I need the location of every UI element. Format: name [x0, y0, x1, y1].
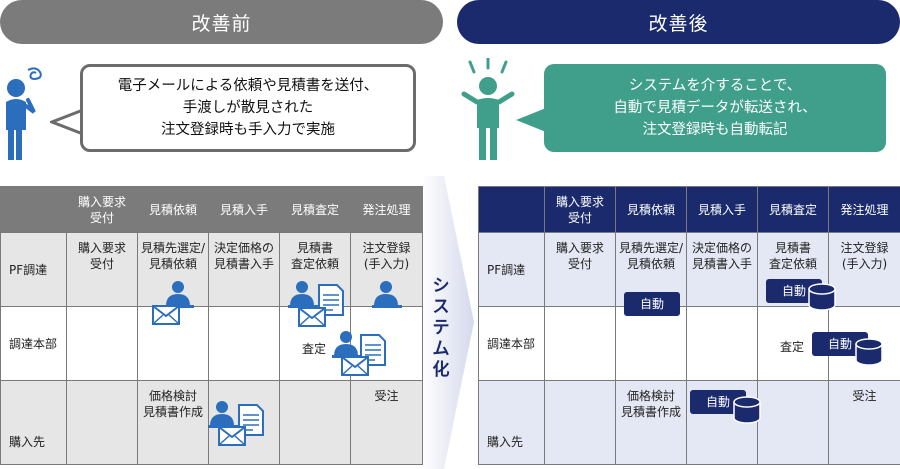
database-icon	[855, 338, 883, 366]
before-bubble-tail	[50, 108, 84, 136]
cell-pf-quote-get: 決定価格の見積書入手	[208, 232, 280, 307]
cell-empty	[208, 306, 280, 381]
after-banner: 改善後	[457, 0, 900, 44]
after-bubble-line2: 自動で見積データが転送され、	[613, 100, 817, 116]
column-header: 見積査定	[757, 186, 829, 233]
row-header: 購入先	[478, 380, 545, 465]
column-header: 見積依頼	[615, 186, 687, 233]
before-bubble-line3: 注文登録時も手入力で実施	[161, 122, 335, 138]
before-bubble-line1: 電子メールによる依頼や見積書を送付、	[117, 78, 379, 94]
before-banner: 改善前	[0, 0, 443, 44]
column-header: 見積入手	[208, 186, 280, 233]
cell-empty	[66, 306, 138, 381]
before-bubble: 電子メールによる依頼や見積書を送付、 手渡しが散見された 注文登録時も手入力で実…	[80, 64, 416, 152]
cell-sup-quote: 価格検討見積書作成	[615, 380, 687, 465]
worker-icon	[288, 281, 318, 308]
envelope-icon	[341, 356, 369, 376]
cell-pf-quote-request: 見積先選定/見積依頼	[137, 232, 209, 307]
cell-empty	[615, 306, 687, 381]
row-header: PF調達	[478, 232, 545, 307]
envelope-icon	[152, 305, 180, 325]
before-bubble-line2: 手渡しが散見された	[182, 100, 314, 116]
database-icon	[808, 283, 836, 311]
after-bubble-line3: 注文登録時も自動転記	[642, 122, 788, 138]
before-title: 改善前	[191, 12, 252, 35]
column-header: 購入要求受付	[544, 186, 616, 233]
row-header: 購入先	[0, 380, 67, 465]
envelope-icon	[218, 426, 246, 446]
column-header: 見積査定	[279, 186, 351, 233]
cell-sup-quote: 価格検討見積書作成	[137, 380, 209, 465]
table-corner	[478, 186, 545, 233]
column-header: 発注処理	[350, 186, 423, 233]
after-process-table: 購入要求受付 見積依頼 見積入手 見積査定 発注処理 PF調達 購入要求受付 見…	[478, 186, 900, 465]
after-bubble-line1: システムを介することで、	[628, 78, 802, 94]
before-process-table: 購入要求受付 見積依頼 見積入手 見積査定 発注処理 PF調達 購入要求受付 見…	[0, 186, 423, 465]
auto-badge: 自動	[624, 292, 680, 316]
row-header: 調達本部	[0, 306, 67, 381]
table-corner	[0, 186, 67, 233]
cell-pf-quote-get: 決定価格の見積書入手	[686, 232, 758, 307]
cell-empty	[279, 380, 351, 465]
cell-pf-request: 購入要求受付	[544, 232, 616, 307]
row-header: PF調達	[0, 232, 67, 307]
cell-pf-request: 購入要求受付	[66, 232, 138, 307]
database-icon	[733, 396, 761, 424]
cell-sup-order: 受注	[828, 380, 900, 465]
column-header: 発注処理	[828, 186, 900, 233]
cell-empty	[757, 380, 829, 465]
system-arrow-label: システム化	[432, 276, 450, 380]
happy-person-icon	[461, 58, 515, 160]
column-header: 見積依頼	[137, 186, 209, 233]
column-header: 見積入手	[686, 186, 758, 233]
row-header: 調達本部	[478, 306, 545, 381]
hq-eval-label: 査定	[780, 340, 805, 354]
cell-empty	[544, 380, 616, 465]
after-title: 改善後	[648, 12, 709, 35]
after-bubble-tail	[516, 108, 546, 132]
cell-pf-order: 注文登録(手入力)	[828, 232, 900, 307]
cell-empty	[544, 306, 616, 381]
worried-person-icon	[6, 67, 42, 160]
hq-eval-label: 査定	[302, 342, 327, 356]
cell-empty	[686, 306, 758, 381]
column-header: 購入要求受付	[66, 186, 138, 233]
cell-sup-order: 受注	[350, 380, 423, 465]
cell-empty	[66, 380, 138, 465]
worker-icon	[372, 281, 402, 308]
after-bubble: システムを介することで、 自動で見積データが転送され、 注文登録時も自動転記	[544, 64, 886, 152]
envelope-icon	[298, 307, 326, 327]
system-arrow-icon	[422, 176, 474, 469]
